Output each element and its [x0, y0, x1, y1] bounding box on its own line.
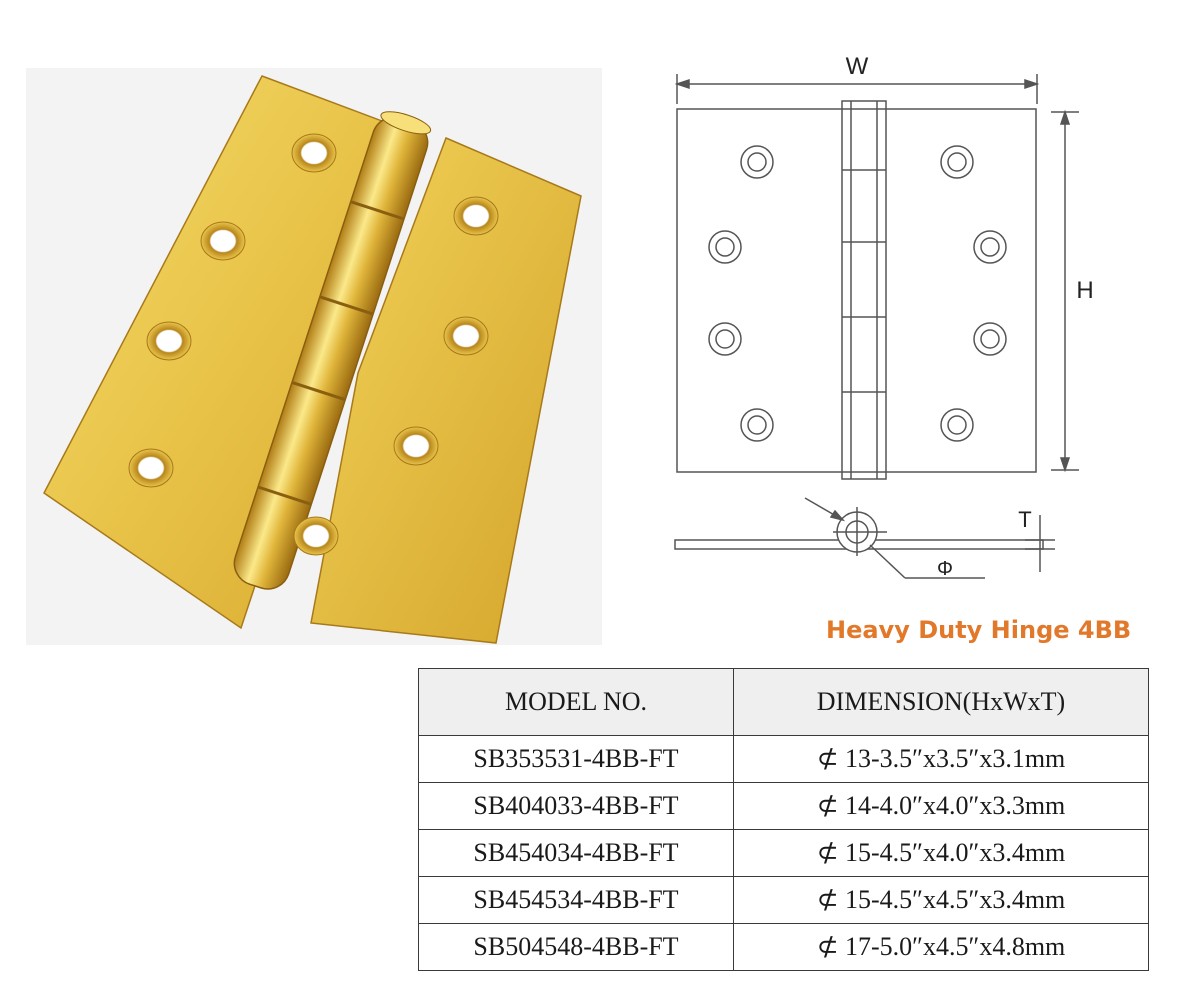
hinge-photo-svg: [43, 75, 582, 644]
header-dimension: DIMENSION(HxWxT): [733, 668, 1149, 736]
table-row: SB353531-4BB-FT ⊄ 13-3.5″x3.5″x3.1mm: [418, 735, 1149, 783]
thickness-label: T: [1018, 507, 1031, 532]
model-cell: SB404033-4BB-FT: [418, 782, 734, 830]
dimension-cell: ⊄ 15-4.5″x4.5″x3.4mm: [733, 876, 1149, 924]
table-row: SB454034-4BB-FT ⊄ 15-4.5″x4.0″x3.4mm: [418, 829, 1149, 877]
hinge-knuckle-outline: [841, 100, 887, 480]
spec-table: MODEL NO. DIMENSION(HxWxT) SB353531-4BB-…: [418, 668, 1149, 971]
product-title: Heavy Duty Hinge 4BB: [826, 616, 1132, 644]
diameter-label: Φ: [937, 558, 953, 580]
hinge-technical-drawing: W H T Φ: [674, 53, 1094, 580]
dimension-cell: ⊄ 17-5.0″x4.5″x4.8mm: [733, 923, 1149, 971]
model-cell: SB454534-4BB-FT: [418, 876, 734, 924]
header-model: MODEL NO.: [418, 668, 734, 736]
height-label: H: [1076, 277, 1093, 304]
width-label: W: [846, 53, 869, 80]
table-row: SB504548-4BB-FT ⊄ 17-5.0″x4.5″x4.8mm: [418, 923, 1149, 971]
table-header-row: MODEL NO. DIMENSION(HxWxT): [418, 668, 1149, 736]
model-cell: SB353531-4BB-FT: [418, 735, 734, 783]
table-row: SB454534-4BB-FT ⊄ 15-4.5″x4.5″x3.4mm: [418, 876, 1149, 924]
model-cell: SB504548-4BB-FT: [418, 923, 734, 971]
dimension-cell: ⊄ 15-4.5″x4.0″x3.4mm: [733, 829, 1149, 877]
dimension-cell: ⊄ 13-3.5″x3.5″x3.1mm: [733, 735, 1149, 783]
table-row: SB404033-4BB-FT ⊄ 14-4.0″x4.0″x3.3mm: [418, 782, 1149, 830]
dimension-cell: ⊄ 14-4.0″x4.0″x3.3mm: [733, 782, 1149, 830]
screw-holes: [708, 145, 1007, 442]
hinge-leaf-outline: [676, 108, 1037, 473]
hinge-photo: [26, 68, 602, 645]
model-cell: SB454034-4BB-FT: [418, 829, 734, 877]
